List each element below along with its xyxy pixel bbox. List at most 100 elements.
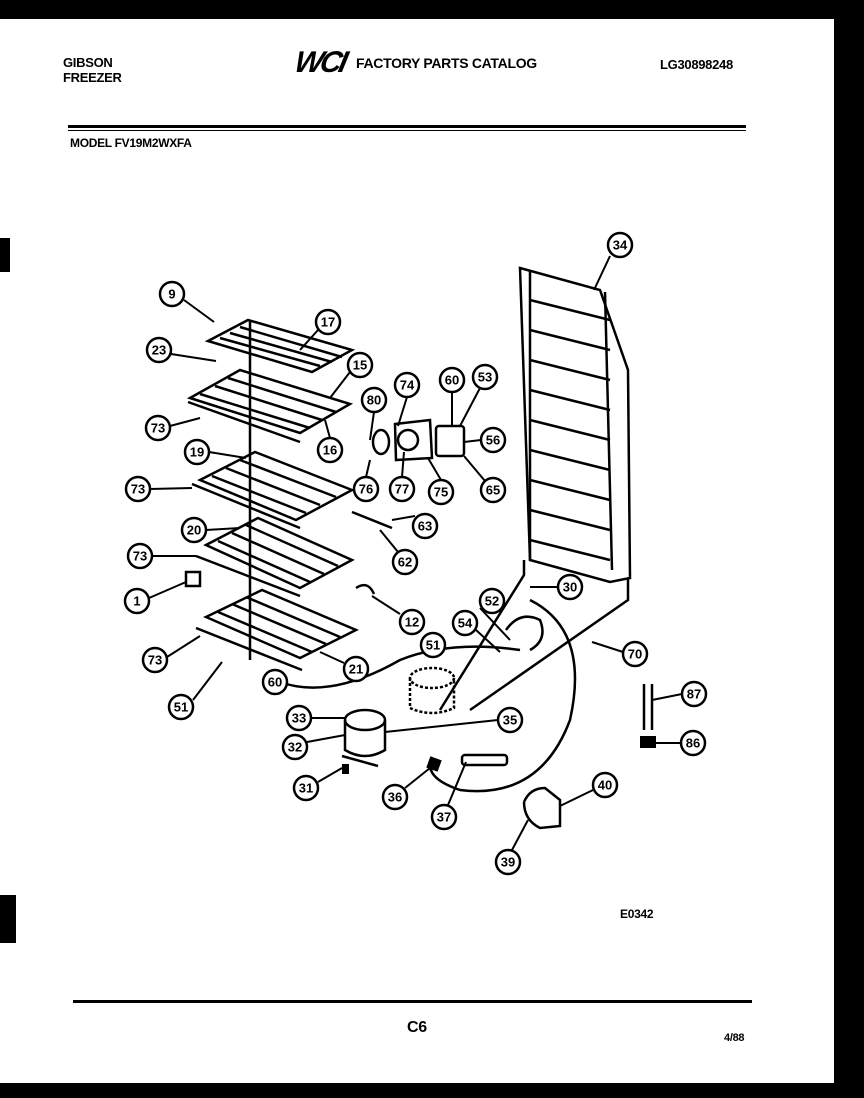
callout-15: 15 <box>346 351 374 379</box>
page-label: C6 <box>407 1019 427 1036</box>
svg-text:32: 32 <box>288 740 302 755</box>
callout-52: 52 <box>478 587 506 615</box>
svg-text:73: 73 <box>133 549 147 564</box>
svg-text:77: 77 <box>395 482 409 497</box>
shelf-4 <box>195 516 355 598</box>
callout-73: 73 <box>126 542 154 570</box>
callout-39: 39 <box>494 848 522 876</box>
svg-text:40: 40 <box>598 778 612 793</box>
callout-77: 77 <box>388 475 416 503</box>
callout-74: 74 <box>393 371 421 399</box>
svg-text:60: 60 <box>445 373 459 388</box>
callout-87: 87 <box>680 680 708 708</box>
leader-lines <box>148 255 683 851</box>
small-parts <box>184 510 393 595</box>
scan-mark-bottom <box>0 895 16 943</box>
shelf-top <box>204 318 356 374</box>
header-rule-thin <box>68 130 746 131</box>
svg-text:86: 86 <box>686 736 700 751</box>
callout-62: 62 <box>391 548 419 576</box>
callout-73: 73 <box>141 646 169 674</box>
svg-text:31: 31 <box>299 781 313 796</box>
brand-block: GIBSON FREEZER <box>63 55 122 85</box>
callout-1: 1 <box>123 587 151 615</box>
callout-60: 60 <box>261 668 289 696</box>
callout-63: 63 <box>411 512 439 540</box>
svg-text:53: 53 <box>478 370 492 385</box>
callout-32: 32 <box>281 733 309 761</box>
svg-text:51: 51 <box>174 700 188 715</box>
callout-75: 75 <box>427 478 455 506</box>
svg-text:56: 56 <box>486 433 500 448</box>
callout-17: 17 <box>314 308 342 336</box>
svg-text:16: 16 <box>323 443 337 458</box>
callout-16: 16 <box>316 436 344 464</box>
svg-text:74: 74 <box>400 378 415 393</box>
fan-motor-assembly <box>371 418 466 462</box>
svg-text:52: 52 <box>485 594 499 609</box>
callout-86: 86 <box>679 729 707 757</box>
callout-73: 73 <box>144 414 172 442</box>
tubing <box>279 598 577 793</box>
svg-text:62: 62 <box>398 555 412 570</box>
callout-73: 73 <box>124 475 152 503</box>
relay-overload <box>426 753 509 772</box>
svg-text:60: 60 <box>268 675 282 690</box>
callout-51: 51 <box>167 693 195 721</box>
catalog-page: GIBSON FREEZER WCI FACTORY PARTS CATALOG… <box>0 19 834 1083</box>
callout-33: 33 <box>285 704 313 732</box>
svg-text:73: 73 <box>148 653 162 668</box>
callout-23: 23 <box>145 336 173 364</box>
svg-text:70: 70 <box>628 647 642 662</box>
svg-text:34: 34 <box>613 238 628 253</box>
svg-text:19: 19 <box>190 445 204 460</box>
footer-rule <box>73 1000 752 1003</box>
svg-text:73: 73 <box>131 482 145 497</box>
wire-harness <box>640 684 656 748</box>
svg-text:54: 54 <box>458 616 473 631</box>
callout-37: 37 <box>430 803 458 831</box>
callout-19: 19 <box>183 438 211 466</box>
callout-80: 80 <box>360 386 388 414</box>
svg-text:36: 36 <box>388 790 402 805</box>
callout-9: 9 <box>158 280 186 308</box>
figure-id: E0342 <box>620 907 654 921</box>
header-rule <box>68 125 746 128</box>
svg-text:33: 33 <box>292 711 306 726</box>
svg-text:76: 76 <box>359 482 373 497</box>
callout-30: 30 <box>556 573 584 601</box>
callout-20: 20 <box>180 516 208 544</box>
callout-40: 40 <box>591 771 619 799</box>
callout-34: 34 <box>606 231 634 259</box>
svg-text:30: 30 <box>563 580 577 595</box>
svg-text:35: 35 <box>503 713 517 728</box>
svg-text:80: 80 <box>367 393 381 408</box>
callout-53: 53 <box>471 363 499 391</box>
callout-76: 76 <box>352 475 380 503</box>
svg-text:12: 12 <box>405 615 419 630</box>
callout-54: 54 <box>451 609 479 637</box>
svg-text:75: 75 <box>434 485 448 500</box>
callout-60: 60 <box>438 366 466 394</box>
svg-text:65: 65 <box>486 483 500 498</box>
model-label: MODEL FV19M2WXFA <box>70 136 192 150</box>
callout-51: 51 <box>419 631 447 659</box>
compressor <box>341 708 387 774</box>
callout-36: 36 <box>381 783 409 811</box>
catalog-number: LG30898248 <box>660 57 733 72</box>
svg-text:20: 20 <box>187 523 201 538</box>
callout-21: 21 <box>342 655 370 683</box>
svg-text:21: 21 <box>349 662 363 677</box>
shelf-2 <box>186 368 354 444</box>
brand-name: GIBSON <box>63 55 113 70</box>
callout-65: 65 <box>479 476 507 504</box>
drain-pan <box>408 666 456 715</box>
svg-text:51: 51 <box>426 638 440 653</box>
svg-text:87: 87 <box>687 687 701 702</box>
svg-text:73: 73 <box>151 421 165 436</box>
scan-mark-top <box>0 238 10 272</box>
callout-56: 56 <box>479 426 507 454</box>
callout-31: 31 <box>292 774 320 802</box>
svg-text:1: 1 <box>133 594 140 609</box>
